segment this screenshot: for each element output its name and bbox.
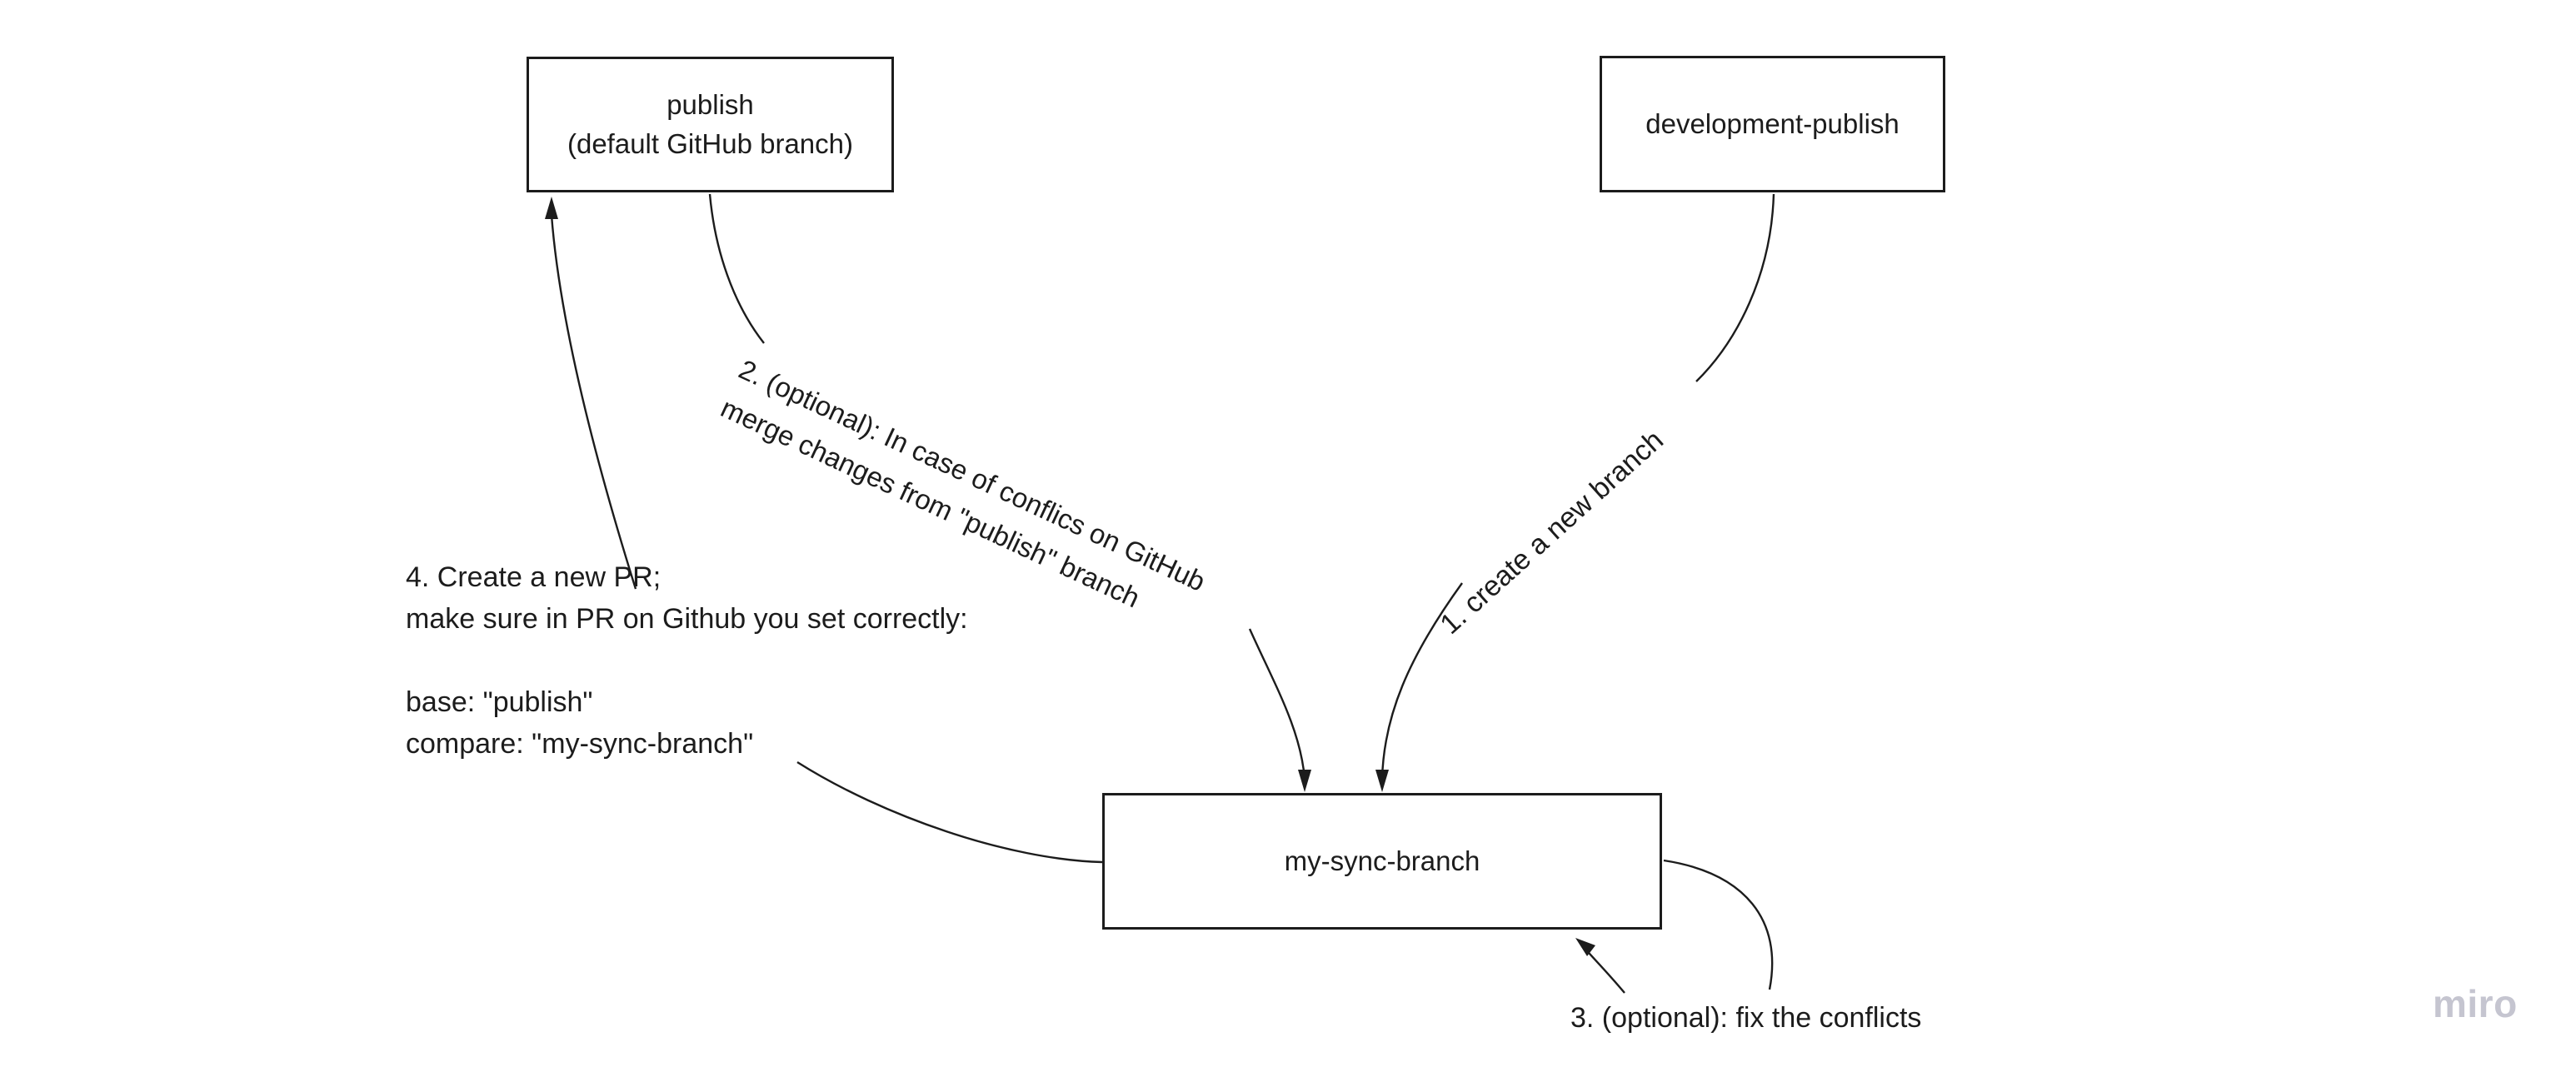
node-my-sync-branch[interactable]: my-sync-branch bbox=[1102, 793, 1662, 930]
miro-watermark-logo: miro bbox=[2433, 982, 2518, 1025]
node-my-sync-branch-label: my-sync-branch bbox=[1284, 845, 1480, 876]
node-publish-branch-label: publish (default GitHub branch) bbox=[567, 88, 853, 159]
connector-step2-merge-publish[interactable] bbox=[708, 193, 1311, 792]
edge-label-step3-fix-conflicts[interactable]: 3. (optional): fix the conflicts bbox=[1570, 1002, 1922, 1034]
connector-step1-create-branch[interactable] bbox=[1375, 193, 1775, 792]
connector-step3-fix-conflicts-loop[interactable] bbox=[1575, 859, 1774, 994]
arrowhead-step1 bbox=[1375, 770, 1389, 792]
connector-step1-lower-segment[interactable] bbox=[1380, 582, 1463, 780]
node-development-publish-label: development-publish bbox=[1645, 107, 1900, 139]
arrowhead-step2 bbox=[1298, 770, 1311, 792]
connector-step1-upper-segment[interactable] bbox=[1695, 193, 1775, 382]
connector-step3-arc-segment[interactable] bbox=[1663, 859, 1774, 990]
node-publish-branch[interactable]: publish (default GitHub branch) bbox=[527, 57, 894, 192]
arrowhead-step4 bbox=[545, 197, 558, 219]
arrowhead-step3 bbox=[1575, 938, 1595, 956]
connector-step2-lower-segment[interactable] bbox=[1248, 628, 1306, 780]
edge-label-step4-create-pr-instructions[interactable]: 4. Create a new PR; make sure in PR on G… bbox=[406, 561, 968, 760]
connector-step4-lower-segment[interactable] bbox=[796, 760, 1103, 864]
connector-step4-upper-segment[interactable] bbox=[550, 214, 637, 590]
node-development-publish-branch[interactable]: development-publish bbox=[1600, 56, 1945, 192]
connector-step2-upper-segment[interactable] bbox=[708, 193, 765, 344]
connector-step4-new-pr[interactable] bbox=[545, 197, 1103, 864]
